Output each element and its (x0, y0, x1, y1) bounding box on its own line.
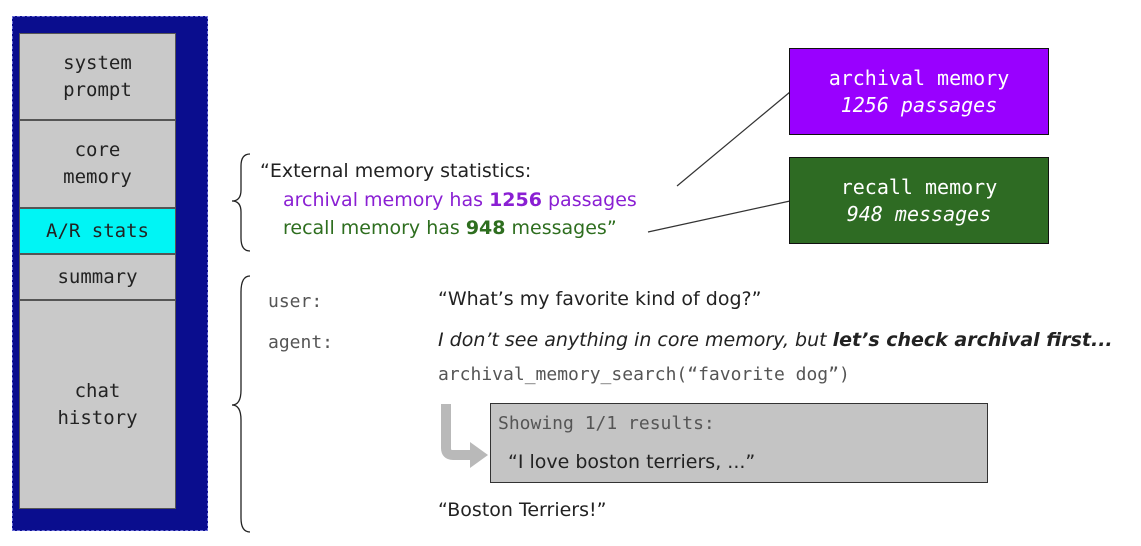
segment-label: A/R stats (46, 219, 149, 242)
segment-label: system prompt (63, 51, 132, 101)
segment-label: summary (57, 265, 138, 288)
recall-box-title: recall memory (840, 174, 998, 199)
segment-chat-history: chat history (19, 300, 176, 509)
segment-core-memory: core memory (19, 120, 176, 208)
return-arrow-icon (441, 404, 472, 460)
agent-thought: I don’t see anything in core memory, but… (438, 329, 1113, 351)
return-arrowhead-icon (470, 442, 488, 468)
agent-label: agent: (268, 332, 334, 353)
result-header: Showing 1/1 results: (498, 413, 715, 434)
stats-archival-line: archival memory has 1256 passages (283, 189, 637, 211)
chat-brace (231, 275, 251, 533)
search-result-box (490, 403, 988, 483)
segment-summary: summary (19, 254, 176, 300)
archival-box-count: 1256 passages (840, 92, 998, 117)
archival-box-title: archival memory (828, 65, 1010, 90)
stats-brace (231, 153, 251, 252)
recall-connector (647, 200, 791, 233)
stats-title: “External memory statistics: (260, 160, 532, 182)
stats-recall-line: recall memory has 948 messages” (283, 217, 617, 239)
final-reply: “Boston Terriers!” (438, 499, 607, 521)
segment-label: core memory (63, 139, 132, 188)
segment-ar-stats: A/R stats (19, 208, 176, 254)
result-text: “I love boston terriers, ...” (508, 451, 756, 473)
recall-memory-box: recall memory 948 messages (789, 157, 1049, 244)
function-call: archival_memory_search(“favorite dog”) (438, 364, 850, 385)
archival-memory-box: archival memory 1256 passages (789, 48, 1049, 135)
archival-connector (676, 91, 791, 187)
user-label: user: (268, 291, 323, 312)
segment-system-prompt: system prompt (19, 33, 176, 120)
segment-label: chat history (57, 379, 138, 429)
recall-box-count: 948 messages (846, 201, 992, 226)
user-message: “What’s my favorite kind of dog?” (438, 288, 762, 310)
